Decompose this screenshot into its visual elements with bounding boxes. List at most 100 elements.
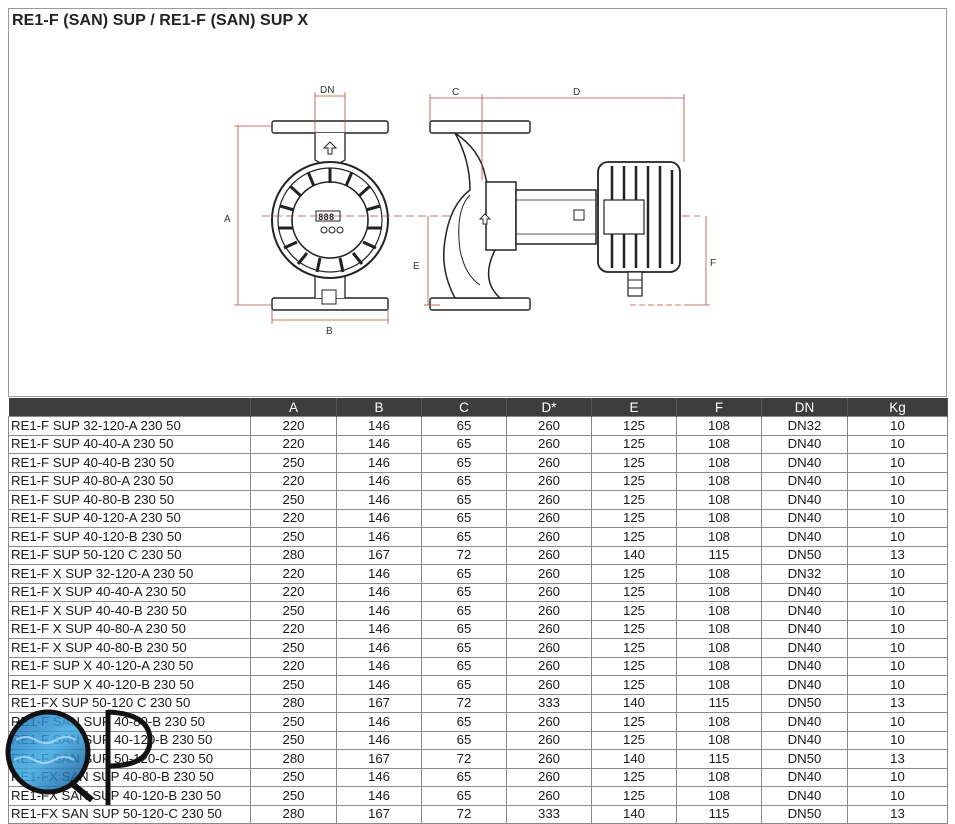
dim-label-c: C bbox=[452, 87, 459, 98]
table-cell: 10 bbox=[847, 730, 948, 750]
table-cell: 280 bbox=[250, 545, 337, 565]
table-cell: 260 bbox=[506, 638, 592, 658]
table-cell: 13 bbox=[847, 804, 948, 824]
model-name-cell: RE1-F SUP 40-120-B 230 50 bbox=[8, 527, 251, 547]
table-cell: DN40 bbox=[761, 638, 848, 658]
table-cell: 115 bbox=[676, 749, 762, 769]
table-cell: 65 bbox=[421, 527, 507, 547]
table-cell: 10 bbox=[847, 453, 948, 473]
table-cell: 260 bbox=[506, 786, 592, 806]
table-cell: 125 bbox=[591, 619, 677, 639]
table-cell: 65 bbox=[421, 656, 507, 676]
table-cell: 65 bbox=[421, 453, 507, 473]
table-cell: 125 bbox=[591, 601, 677, 621]
model-name-cell: RE1-F SUP 40-40-A 230 50 bbox=[8, 434, 251, 454]
table-cell: 65 bbox=[421, 471, 507, 491]
table-cell: 250 bbox=[250, 490, 337, 510]
table-cell: DN40 bbox=[761, 601, 848, 621]
table-cell: 140 bbox=[591, 693, 677, 713]
table-cell: 108 bbox=[676, 508, 762, 528]
column-header-f: F bbox=[676, 398, 762, 417]
table-cell: 220 bbox=[250, 416, 337, 436]
table-cell: 260 bbox=[506, 601, 592, 621]
table-cell: 65 bbox=[421, 564, 507, 584]
table-cell: 146 bbox=[336, 416, 422, 436]
table-cell: 65 bbox=[421, 416, 507, 436]
table-cell: 10 bbox=[847, 490, 948, 510]
table-cell: 65 bbox=[421, 767, 507, 787]
table-cell: DN40 bbox=[761, 675, 848, 695]
table-cell: 260 bbox=[506, 619, 592, 639]
table-cell: 125 bbox=[591, 767, 677, 787]
table-cell: DN40 bbox=[761, 582, 848, 602]
table-cell: 108 bbox=[676, 730, 762, 750]
table-cell: 108 bbox=[676, 527, 762, 547]
column-header-a: A bbox=[250, 398, 337, 417]
table-cell: 220 bbox=[250, 582, 337, 602]
table-cell: 146 bbox=[336, 434, 422, 454]
table-cell: DN32 bbox=[761, 416, 848, 436]
table-cell: 260 bbox=[506, 749, 592, 769]
table-cell: 65 bbox=[421, 730, 507, 750]
table-cell: 260 bbox=[506, 564, 592, 584]
table-cell: 146 bbox=[336, 675, 422, 695]
dim-label-f: F bbox=[710, 258, 716, 269]
table-cell: DN50 bbox=[761, 545, 848, 565]
table-cell: 260 bbox=[506, 490, 592, 510]
table-cell: 250 bbox=[250, 712, 337, 732]
table-cell: 260 bbox=[506, 453, 592, 473]
table-row: RE1-F SAN SUP 40-80-B 230 50250146652601… bbox=[8, 712, 948, 732]
table-cell: 146 bbox=[336, 490, 422, 510]
table-cell: 250 bbox=[250, 527, 337, 547]
table-cell: DN40 bbox=[761, 767, 848, 787]
table-cell: 146 bbox=[336, 712, 422, 732]
table-cell: 146 bbox=[336, 730, 422, 750]
table-cell: 10 bbox=[847, 675, 948, 695]
table-cell: 146 bbox=[336, 564, 422, 584]
table-cell: 250 bbox=[250, 730, 337, 750]
table-cell: 10 bbox=[847, 601, 948, 621]
side-view-dimensions bbox=[424, 94, 710, 306]
table-cell: 115 bbox=[676, 693, 762, 713]
table-cell: 146 bbox=[336, 767, 422, 787]
table-cell: DN40 bbox=[761, 786, 848, 806]
table-cell: 10 bbox=[847, 582, 948, 602]
table-cell: 167 bbox=[336, 804, 422, 824]
table-cell: 108 bbox=[676, 767, 762, 787]
table-cell: 115 bbox=[676, 545, 762, 565]
table-cell: 260 bbox=[506, 508, 592, 528]
table-cell: DN40 bbox=[761, 490, 848, 510]
table-cell: 125 bbox=[591, 416, 677, 436]
table-cell: 125 bbox=[591, 638, 677, 658]
table-cell: 108 bbox=[676, 786, 762, 806]
front-view-pump: 888 bbox=[271, 120, 389, 311]
table-cell: 13 bbox=[847, 749, 948, 769]
table-cell: 65 bbox=[421, 601, 507, 621]
model-name-cell: RE1-FX SUP 50-120 C 230 50 bbox=[8, 693, 251, 713]
table-cell: 280 bbox=[250, 749, 337, 769]
table-cell: 125 bbox=[591, 471, 677, 491]
table-cell: DN32 bbox=[761, 564, 848, 584]
table-cell: 108 bbox=[676, 638, 762, 658]
table-cell: 108 bbox=[676, 601, 762, 621]
table-cell: 260 bbox=[506, 545, 592, 565]
table-cell: 167 bbox=[336, 693, 422, 713]
column-header-dn: DN bbox=[761, 398, 848, 417]
table-cell: DN40 bbox=[761, 656, 848, 676]
table-cell: 13 bbox=[847, 545, 948, 565]
column-header-e: E bbox=[591, 398, 677, 417]
table-cell: 260 bbox=[506, 471, 592, 491]
model-name-cell: RE1-F SUP X 40-120-A 230 50 bbox=[8, 656, 251, 676]
table-cell: 146 bbox=[336, 453, 422, 473]
table-cell: 260 bbox=[506, 656, 592, 676]
table-cell: 10 bbox=[847, 638, 948, 658]
